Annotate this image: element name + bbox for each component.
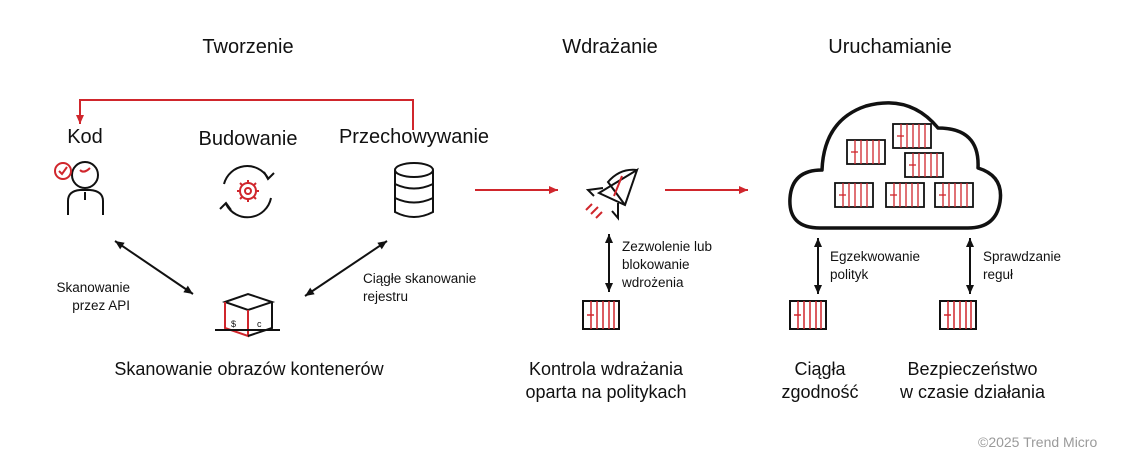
rocket-icon bbox=[585, 167, 639, 221]
feedback-loop-arrow bbox=[76, 99, 414, 130]
node-label-store: Przechowywanie bbox=[338, 126, 490, 148]
note-enforce: Egzekwowanie polityk bbox=[830, 249, 921, 282]
copyright-text: ©2025 Trend Micro bbox=[978, 434, 1098, 450]
svg-text:$: $ bbox=[231, 319, 236, 329]
gear-cycle-icon bbox=[219, 165, 275, 219]
node-label-build: Budowanie bbox=[198, 128, 298, 150]
container-icon bbox=[582, 300, 620, 330]
database-icon bbox=[394, 162, 434, 218]
node-label-code: Kod bbox=[67, 126, 103, 148]
stage-title-deploy: Wdrażanie bbox=[562, 36, 658, 58]
caption-policy-control: Kontrola wdrażania oparta na politykach bbox=[525, 359, 687, 402]
caption-compliance: Ciągła zgodność bbox=[781, 359, 859, 402]
caption-image-scan: Skanowanie obrazów kontenerów bbox=[114, 359, 384, 379]
note-allow-block: Zezwolenie lub blokowanie wdrożenia bbox=[622, 239, 713, 290]
note-registry-scan: Ciągłe skanowanie rejestru bbox=[363, 271, 477, 304]
svg-text:c: c bbox=[257, 319, 262, 329]
stage-title-run: Uruchamianie bbox=[828, 36, 952, 58]
person-icon bbox=[54, 161, 104, 215]
note-api-scan: Skanowanie przez API bbox=[56, 280, 130, 313]
caption-runtime: Bezpieczeństwo w czasie działania bbox=[899, 359, 1046, 402]
registry-scan-arrow bbox=[304, 240, 388, 297]
api-scan-arrow bbox=[114, 240, 194, 295]
note-rule-check: Sprawdzanie reguł bbox=[983, 249, 1062, 282]
cloud-icon bbox=[788, 101, 1003, 230]
scan-box-icon: $ c bbox=[215, 292, 280, 338]
container-icon bbox=[789, 300, 827, 330]
container-icon bbox=[939, 300, 977, 330]
stage-title-create: Tworzenie bbox=[202, 36, 294, 58]
